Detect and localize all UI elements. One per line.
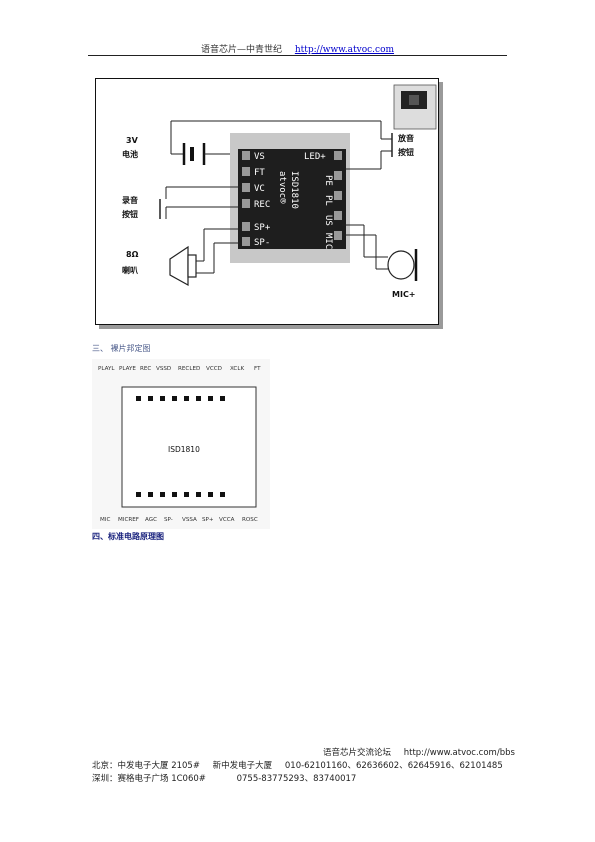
bottom-pin-mic: MIC bbox=[100, 517, 110, 523]
pin-label-rec: REC bbox=[254, 200, 270, 210]
top-pin-vccd: VCCD bbox=[206, 366, 222, 372]
right-pin-pads bbox=[334, 151, 342, 240]
pin-label-pe: PE bbox=[323, 175, 333, 186]
top-pin-xclk: XCLK bbox=[230, 366, 244, 372]
footer-forum-line: 语音芯片交流论坛 http://www.atvoc.com/bbs bbox=[323, 746, 515, 758]
die-label: ISD1810 bbox=[168, 445, 200, 454]
page-header: 语音芯片—中青世纪 http://www.atvoc.com bbox=[0, 42, 595, 55]
footer-forum-url[interactable]: http://www.atvoc.com/bbs bbox=[403, 748, 515, 758]
header-url-link[interactable]: http://www.atvoc.com bbox=[294, 45, 395, 55]
pin-label-led: LED+ bbox=[304, 152, 326, 162]
pin-label-pl: PL bbox=[323, 195, 333, 206]
pin-label-mic: MIC bbox=[323, 233, 333, 249]
bottom-pin-sp-plus: SP+ bbox=[202, 517, 214, 523]
play-button-label-2: 按钮 bbox=[398, 147, 414, 157]
top-pin-ft: FT bbox=[254, 366, 261, 372]
pin-label-sp-minus: SP- bbox=[254, 238, 270, 248]
speaker-label: 喇叭 bbox=[122, 265, 138, 275]
header-rule bbox=[88, 55, 507, 56]
pin-label-us: US bbox=[323, 215, 333, 226]
microphone-icon bbox=[387, 250, 415, 280]
speaker-icon bbox=[187, 254, 197, 278]
battery-voltage-label: 3V bbox=[126, 136, 139, 145]
footer-forum-label: 语音芯片交流论坛 bbox=[323, 748, 392, 758]
top-bond-pads bbox=[136, 396, 225, 401]
play-button-label-1: 放音 bbox=[397, 133, 414, 143]
board-chip-name: ISD1810 bbox=[289, 171, 299, 209]
footer-beijing-phone: 010-62101160、62636602、62645916、62101485 bbox=[284, 761, 503, 771]
pin-label-vc: VC bbox=[254, 184, 265, 194]
die-outline bbox=[121, 386, 257, 508]
pin-label-sp-plus: SP+ bbox=[254, 223, 271, 233]
section-4-heading: 四、标准电路原理图 bbox=[92, 532, 164, 541]
bottom-bond-pads bbox=[136, 492, 225, 497]
bottom-pin-rosc: ROSC bbox=[242, 517, 258, 523]
top-pin-playl: PLAYL bbox=[98, 366, 115, 372]
footer-beijing-address: 北京：中发电子大厦 2105# bbox=[92, 761, 200, 771]
footer-beijing-line: 北京：中发电子大厦 2105# 新中发电子大厦 010-62101160、626… bbox=[92, 759, 503, 771]
left-pin-pads bbox=[242, 151, 250, 246]
speaker-ohm-label: 8Ω bbox=[126, 250, 139, 259]
module-board bbox=[238, 149, 346, 249]
bottom-pin-vcca: VCCA bbox=[219, 517, 235, 523]
footer-shenzhen-line: 深圳：赛格电子广场 1C060# 0755-83775293、83740017 bbox=[92, 772, 356, 784]
record-button-label-2: 按钮 bbox=[122, 209, 138, 219]
speaker-icon bbox=[169, 245, 189, 287]
footer-beijing-address-2: 新中发电子大厦 bbox=[212, 761, 273, 771]
footer-shenzhen-address: 深圳：赛格电子广场 1C060# bbox=[92, 774, 206, 784]
board-brand: atvoc® bbox=[277, 171, 287, 204]
top-pin-playe: PLAYE bbox=[119, 366, 136, 372]
top-pin-vssd: VSSD bbox=[156, 366, 171, 372]
record-button-label-1: 录音 bbox=[122, 195, 138, 205]
top-pin-rec: REC bbox=[140, 366, 151, 372]
bottom-pin-micref: MICREF bbox=[118, 517, 139, 523]
header-title: 语音芯片—中青世纪 bbox=[200, 45, 282, 55]
wiring-diagram-figure: VS FT VC REC SP+ SP- LED+ PE PL US MIC I… bbox=[95, 78, 439, 325]
battery-label: 电池 bbox=[122, 149, 138, 159]
bonding-diagram-figure: PLAYL PLAYE REC VSSD RECLED VCCD XCLK FT… bbox=[92, 359, 270, 529]
section-3-heading: 三、 裸片邦定图 bbox=[92, 344, 151, 353]
bottom-pin-vssa: VSSA bbox=[182, 517, 197, 523]
pin-label-ft: FT bbox=[254, 168, 265, 178]
pin-label-vs: VS bbox=[254, 152, 265, 162]
bottom-pin-sp-minus: SP- bbox=[164, 517, 173, 523]
bottom-pin-agc: AGC bbox=[145, 517, 157, 523]
bonding-diagram-svg: PLAYL PLAYE REC VSSD RECLED VCCD XCLK FT… bbox=[92, 359, 270, 529]
top-pin-recled: RECLED bbox=[178, 366, 200, 372]
wiring-diagram-svg: VS FT VC REC SP+ SP- LED+ PE PL US MIC I… bbox=[122, 84, 437, 299]
chip-thumbnail-icon bbox=[409, 95, 419, 105]
footer-shenzhen-phone: 0755-83775293、83740017 bbox=[236, 774, 357, 784]
mic-label: MIC+ bbox=[392, 290, 416, 299]
